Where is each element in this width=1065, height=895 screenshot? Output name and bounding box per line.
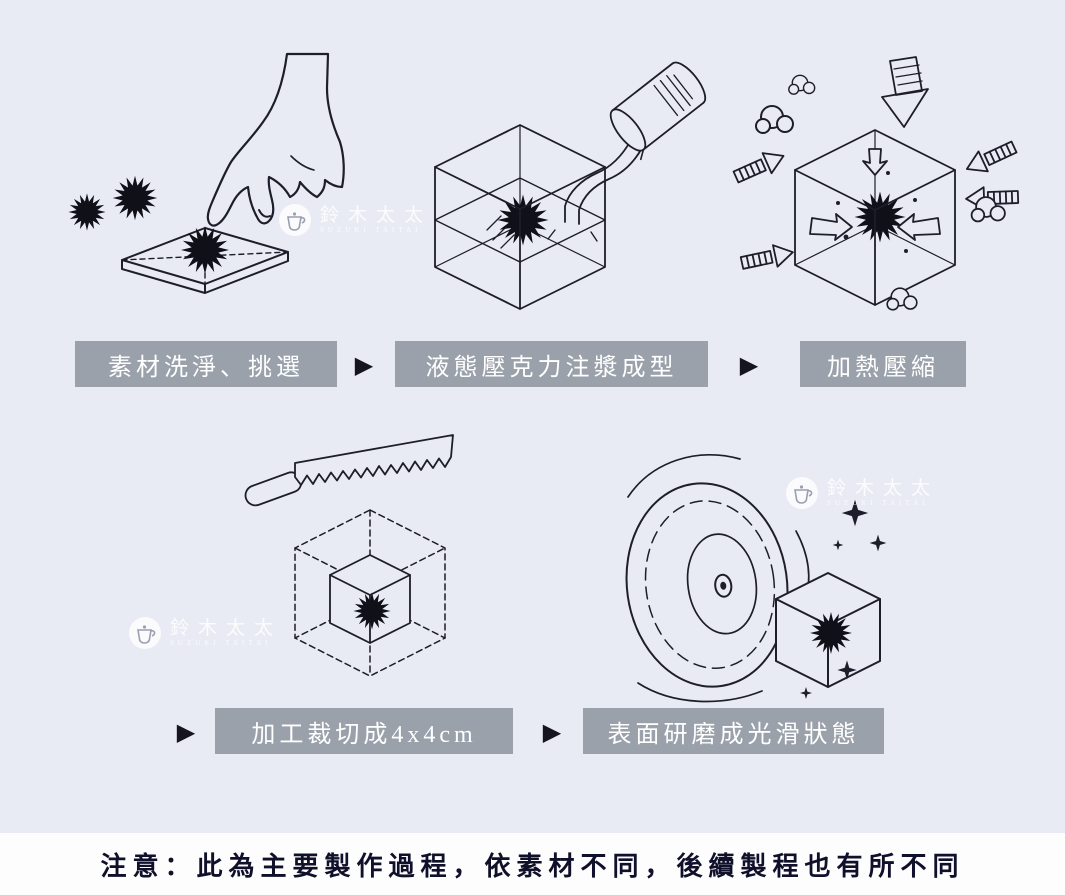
pressure-ribbon-icon [738,240,797,275]
specimen-icon [353,592,391,630]
flow-arrow-icon: ▶ [542,718,562,746]
step-label-cast-acrylic: 液態壓克力注漿成型 [395,341,708,387]
step-label-polish-smooth: 表面研磨成光滑狀態 [583,708,884,754]
measuring-cup-illustration [609,61,707,161]
illustration-wash-select [55,52,345,320]
illustration-polish [610,445,900,705]
illustration-heat-compress [730,55,1020,330]
steam-cloud-icon [755,105,794,134]
pressure-ribbon-icon [961,136,1020,180]
mold-cube-edges [434,124,606,310]
specimen-icon [68,193,106,231]
inner-cube-illustration [329,554,411,644]
compressed-cube-illustration [794,129,956,306]
pour-stream [547,139,643,242]
flow-arrow-icon: ▶ [739,351,759,379]
illustration-saw-cut [235,434,485,705]
step-label-heat-compress: 加熱壓縮 [800,341,966,387]
flow-arrow-icon: ▶ [354,351,374,379]
specimen-icon [810,612,852,654]
step-label-cut-to-size: 加工裁切成4x4cm [215,708,513,754]
specimen-icon [181,226,229,274]
step-label-wash-select: 素材洗淨、挑選 [75,341,337,387]
steam-cloud-icon [886,287,918,311]
brand-logo-icon [128,616,162,650]
footer-note: 注意：此為主要製作過程，依素材不同，後續製程也有所不同 [0,833,1065,895]
saw-illustration [244,434,454,507]
flow-arrow-icon: ▶ [176,718,196,746]
steam-cloud-icon [788,74,816,95]
specimen-icon [112,175,158,221]
inward-face-arrows [809,148,941,241]
illustration-pour-acrylic [395,61,707,320]
press-arrow-icon [881,56,929,128]
pressure-ribbon-icon [730,144,789,188]
buffing-wheel-illustration [625,482,789,688]
hand-illustration [206,52,345,227]
